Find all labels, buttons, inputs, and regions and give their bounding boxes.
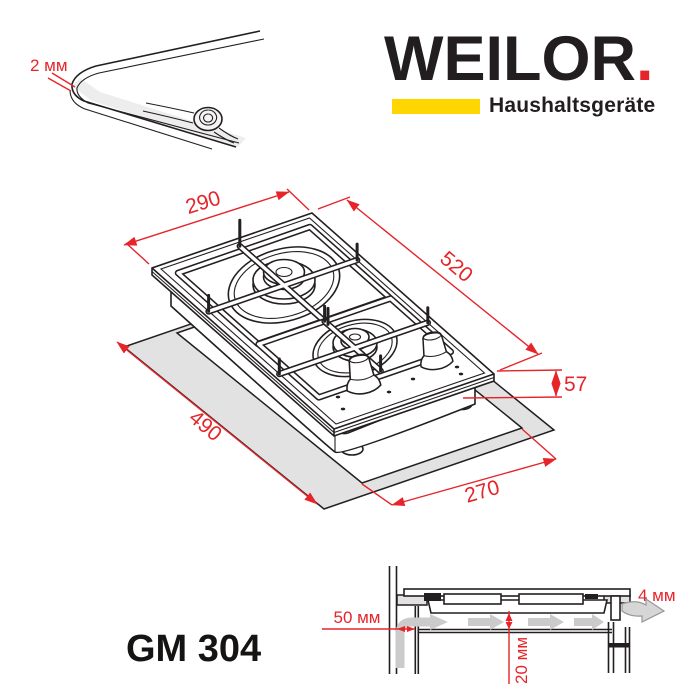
- back-panel-right: [624, 627, 631, 673]
- dim-4mm-label: 4 мм: [638, 586, 676, 605]
- brand-wordmark: WEILOR.: [384, 26, 684, 92]
- surface-dots: [335, 365, 464, 411]
- ventilation-section-drawing: 50 мм 20 мм 4 мм: [322, 566, 676, 684]
- dim-57: 57: [462, 369, 587, 399]
- brand-yellow-bar: [392, 98, 480, 114]
- seal-dim-leader: [47, 72, 76, 92]
- seal-tape-bottom: [142, 110, 194, 124]
- hob-edge-trim: [610, 595, 621, 621]
- airflow-arrows: [395, 614, 604, 668]
- cabinet-side-panel: [414, 606, 420, 674]
- dim-57-label: 57: [564, 373, 587, 396]
- burner-jet-black: [585, 594, 598, 599]
- seal-dim-label: 2 мм: [30, 56, 68, 75]
- edge-seal-detail-drawing: 2 мм: [30, 30, 265, 150]
- brand-tagline: Haushaltsgeräte: [489, 94, 656, 118]
- brand-wordmark-text: WEILOR: [384, 24, 636, 94]
- brand-subline: Haushaltsgeräte: [392, 94, 684, 118]
- wall-lines: [388, 566, 398, 674]
- hob-rim-lip: [151, 271, 495, 434]
- cabinet-shelf: [418, 628, 612, 634]
- seal-edge-line: [69, 89, 213, 150]
- brand-dot: .: [635, 24, 654, 94]
- isometric-installation-drawing: 290 520 57 490 270: [116, 187, 587, 510]
- model-label: GM 304: [126, 628, 262, 670]
- brand-logo: WEILOR. Haushaltsgeräte: [384, 26, 684, 118]
- dim-50mm: 50 мм: [322, 608, 415, 632]
- dim-290-label: 290: [183, 187, 223, 219]
- burner-body-black: [424, 593, 441, 601]
- panel-edge-outer: [71, 30, 261, 148]
- dim-20mm: 20 мм: [505, 611, 531, 684]
- vent-exit-arrow: [621, 597, 666, 623]
- control-knob-left: [346, 353, 382, 395]
- burner-box-2: [518, 593, 584, 605]
- burner-box-1: [443, 593, 502, 605]
- dim-270-label: 270: [462, 476, 502, 508]
- seal-tape-top: [145, 102, 195, 114]
- dim-520-label: 520: [435, 247, 477, 287]
- seal-roll: [193, 106, 239, 144]
- panel-edge-inner: [76, 38, 265, 144]
- hob-plate-profile: [403, 588, 631, 597]
- dim-270: 270: [361, 428, 557, 508]
- dim-20mm-label: 20 мм: [512, 637, 531, 684]
- panel-spacer: [608, 643, 630, 648]
- dim-50mm-label: 50 мм: [333, 608, 380, 627]
